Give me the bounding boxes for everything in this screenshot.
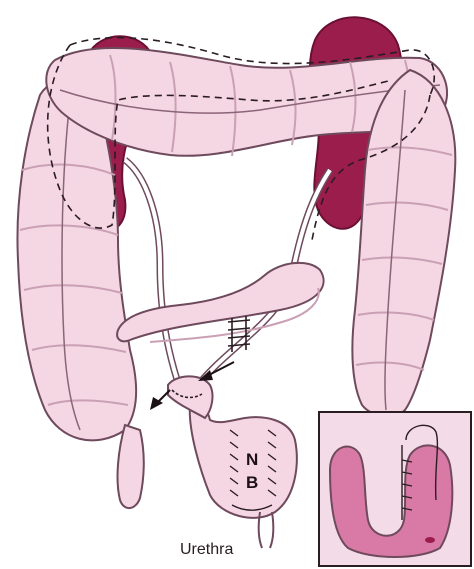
- inset-detail: [319, 412, 471, 566]
- neobladder-label-n: N: [246, 451, 258, 468]
- neobladder-label-b: B: [246, 474, 258, 491]
- left-ureter-inner: [125, 160, 182, 395]
- ileal-segment: [117, 263, 323, 341]
- arrow-left-ureter: [150, 390, 170, 410]
- urethra-label: Urethra: [180, 541, 233, 559]
- appendix: [118, 425, 144, 508]
